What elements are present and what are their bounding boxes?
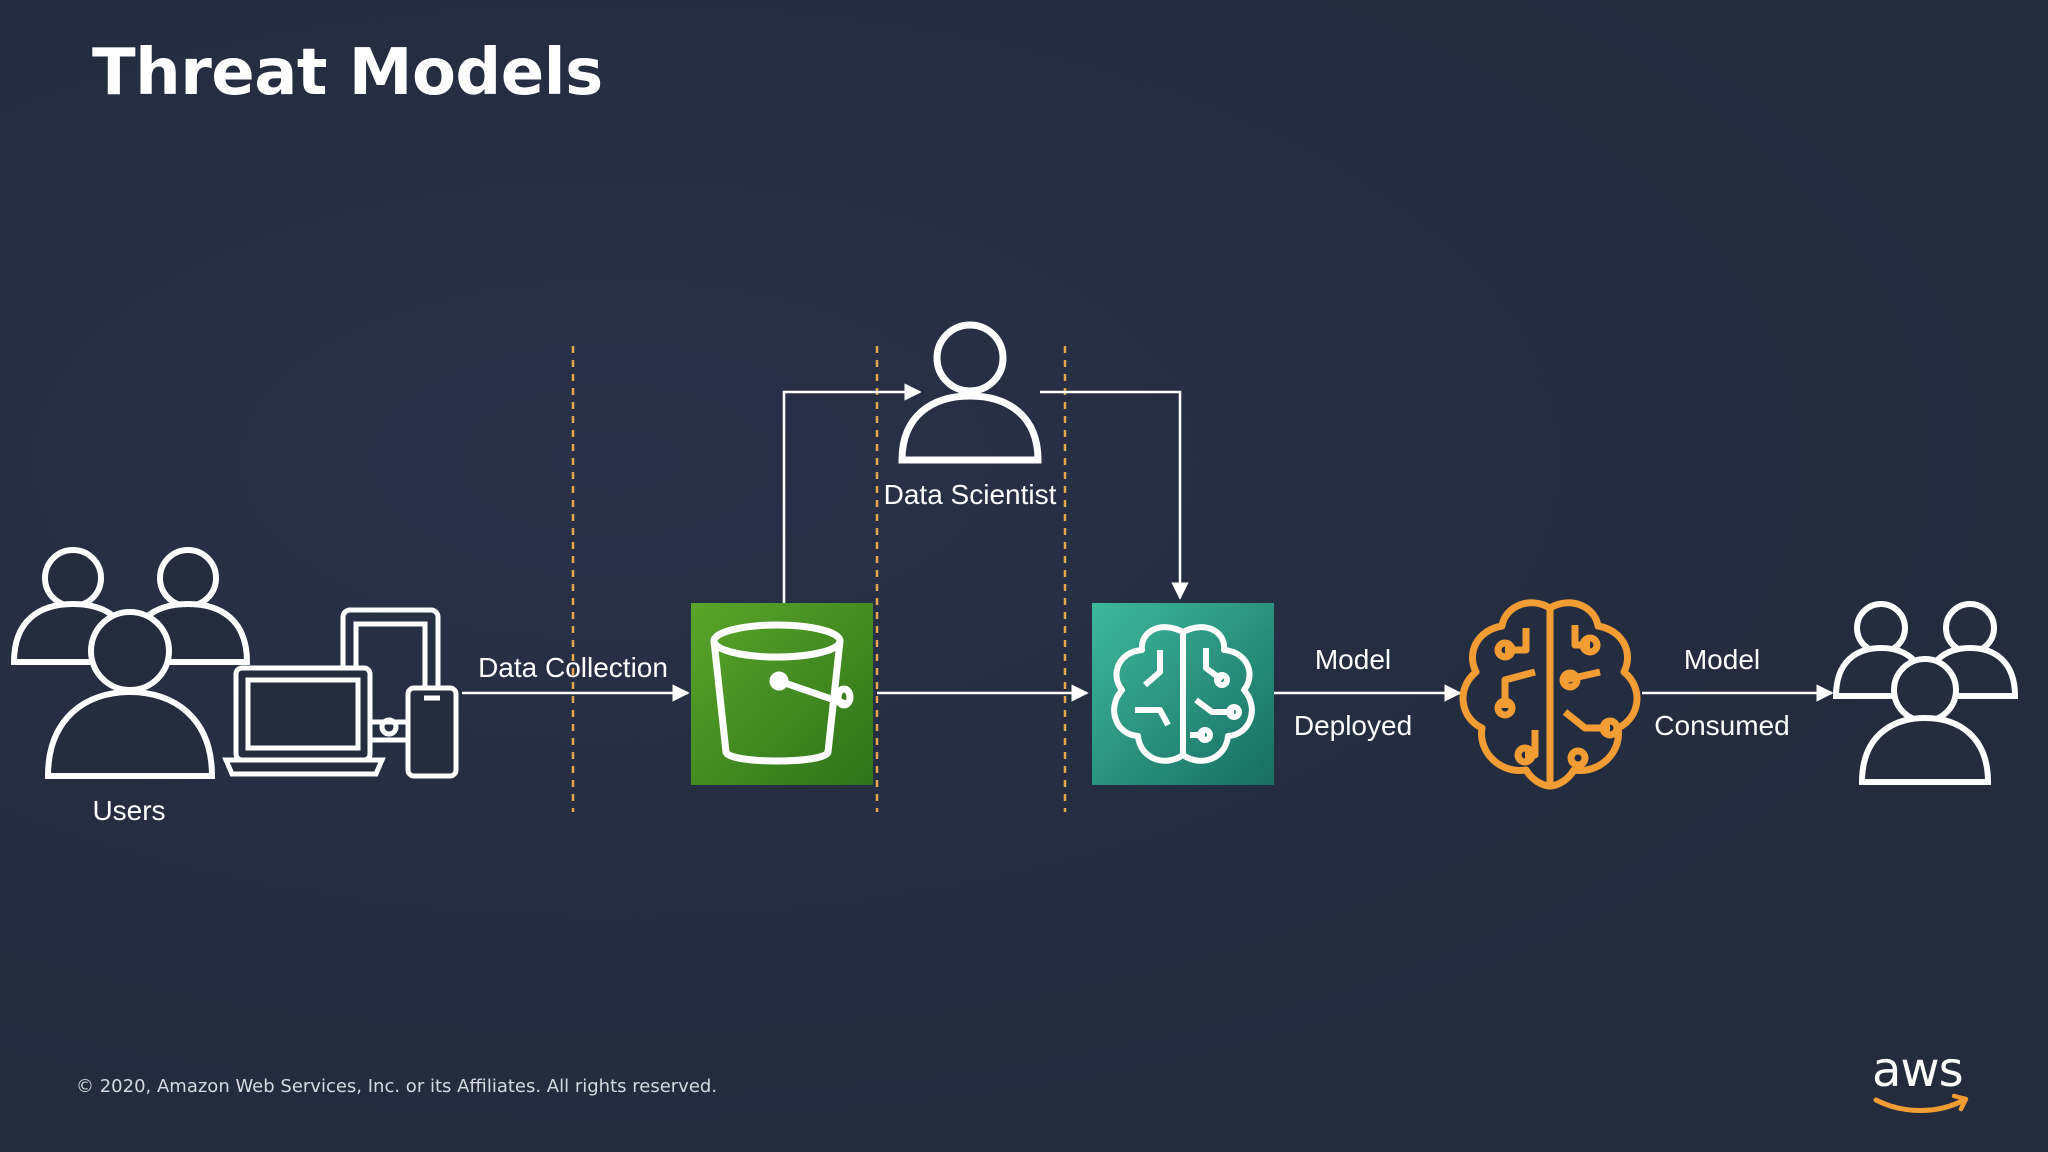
edge-label-model-consumed-1: Model (1684, 644, 1760, 675)
users-group-icon (10, 547, 251, 779)
ml-model-brain-icon[interactable] (1459, 599, 1641, 790)
edge-scientist-to-sagemaker (1040, 390, 1189, 600)
consumers-group-icon (1832, 601, 2019, 785)
devices-icon (222, 607, 459, 779)
s3-bucket-icon (710, 621, 854, 765)
page-title: Threat Models (92, 36, 603, 110)
sagemaker-brain-icon (1111, 624, 1255, 764)
edge-label-data-collection: Data Collection (478, 652, 668, 683)
aws-logo-text: aws (1872, 1042, 1963, 1098)
edge-bucket-to-scientist (782, 383, 922, 603)
edge-label-model-consumed-2: Consumed (1654, 710, 1789, 741)
edge-label-model-deployed-1: Model (1315, 644, 1391, 675)
data-scientist-label: Data Scientist (884, 479, 1057, 510)
copyright-footer: © 2020, Amazon Web Services, Inc. or its… (76, 1076, 718, 1097)
users-label: Users (92, 795, 165, 826)
aws-logo: aws (1872, 1042, 1969, 1113)
person-icon (898, 321, 1042, 464)
edge-label-model-deployed-2: Deployed (1294, 710, 1412, 741)
